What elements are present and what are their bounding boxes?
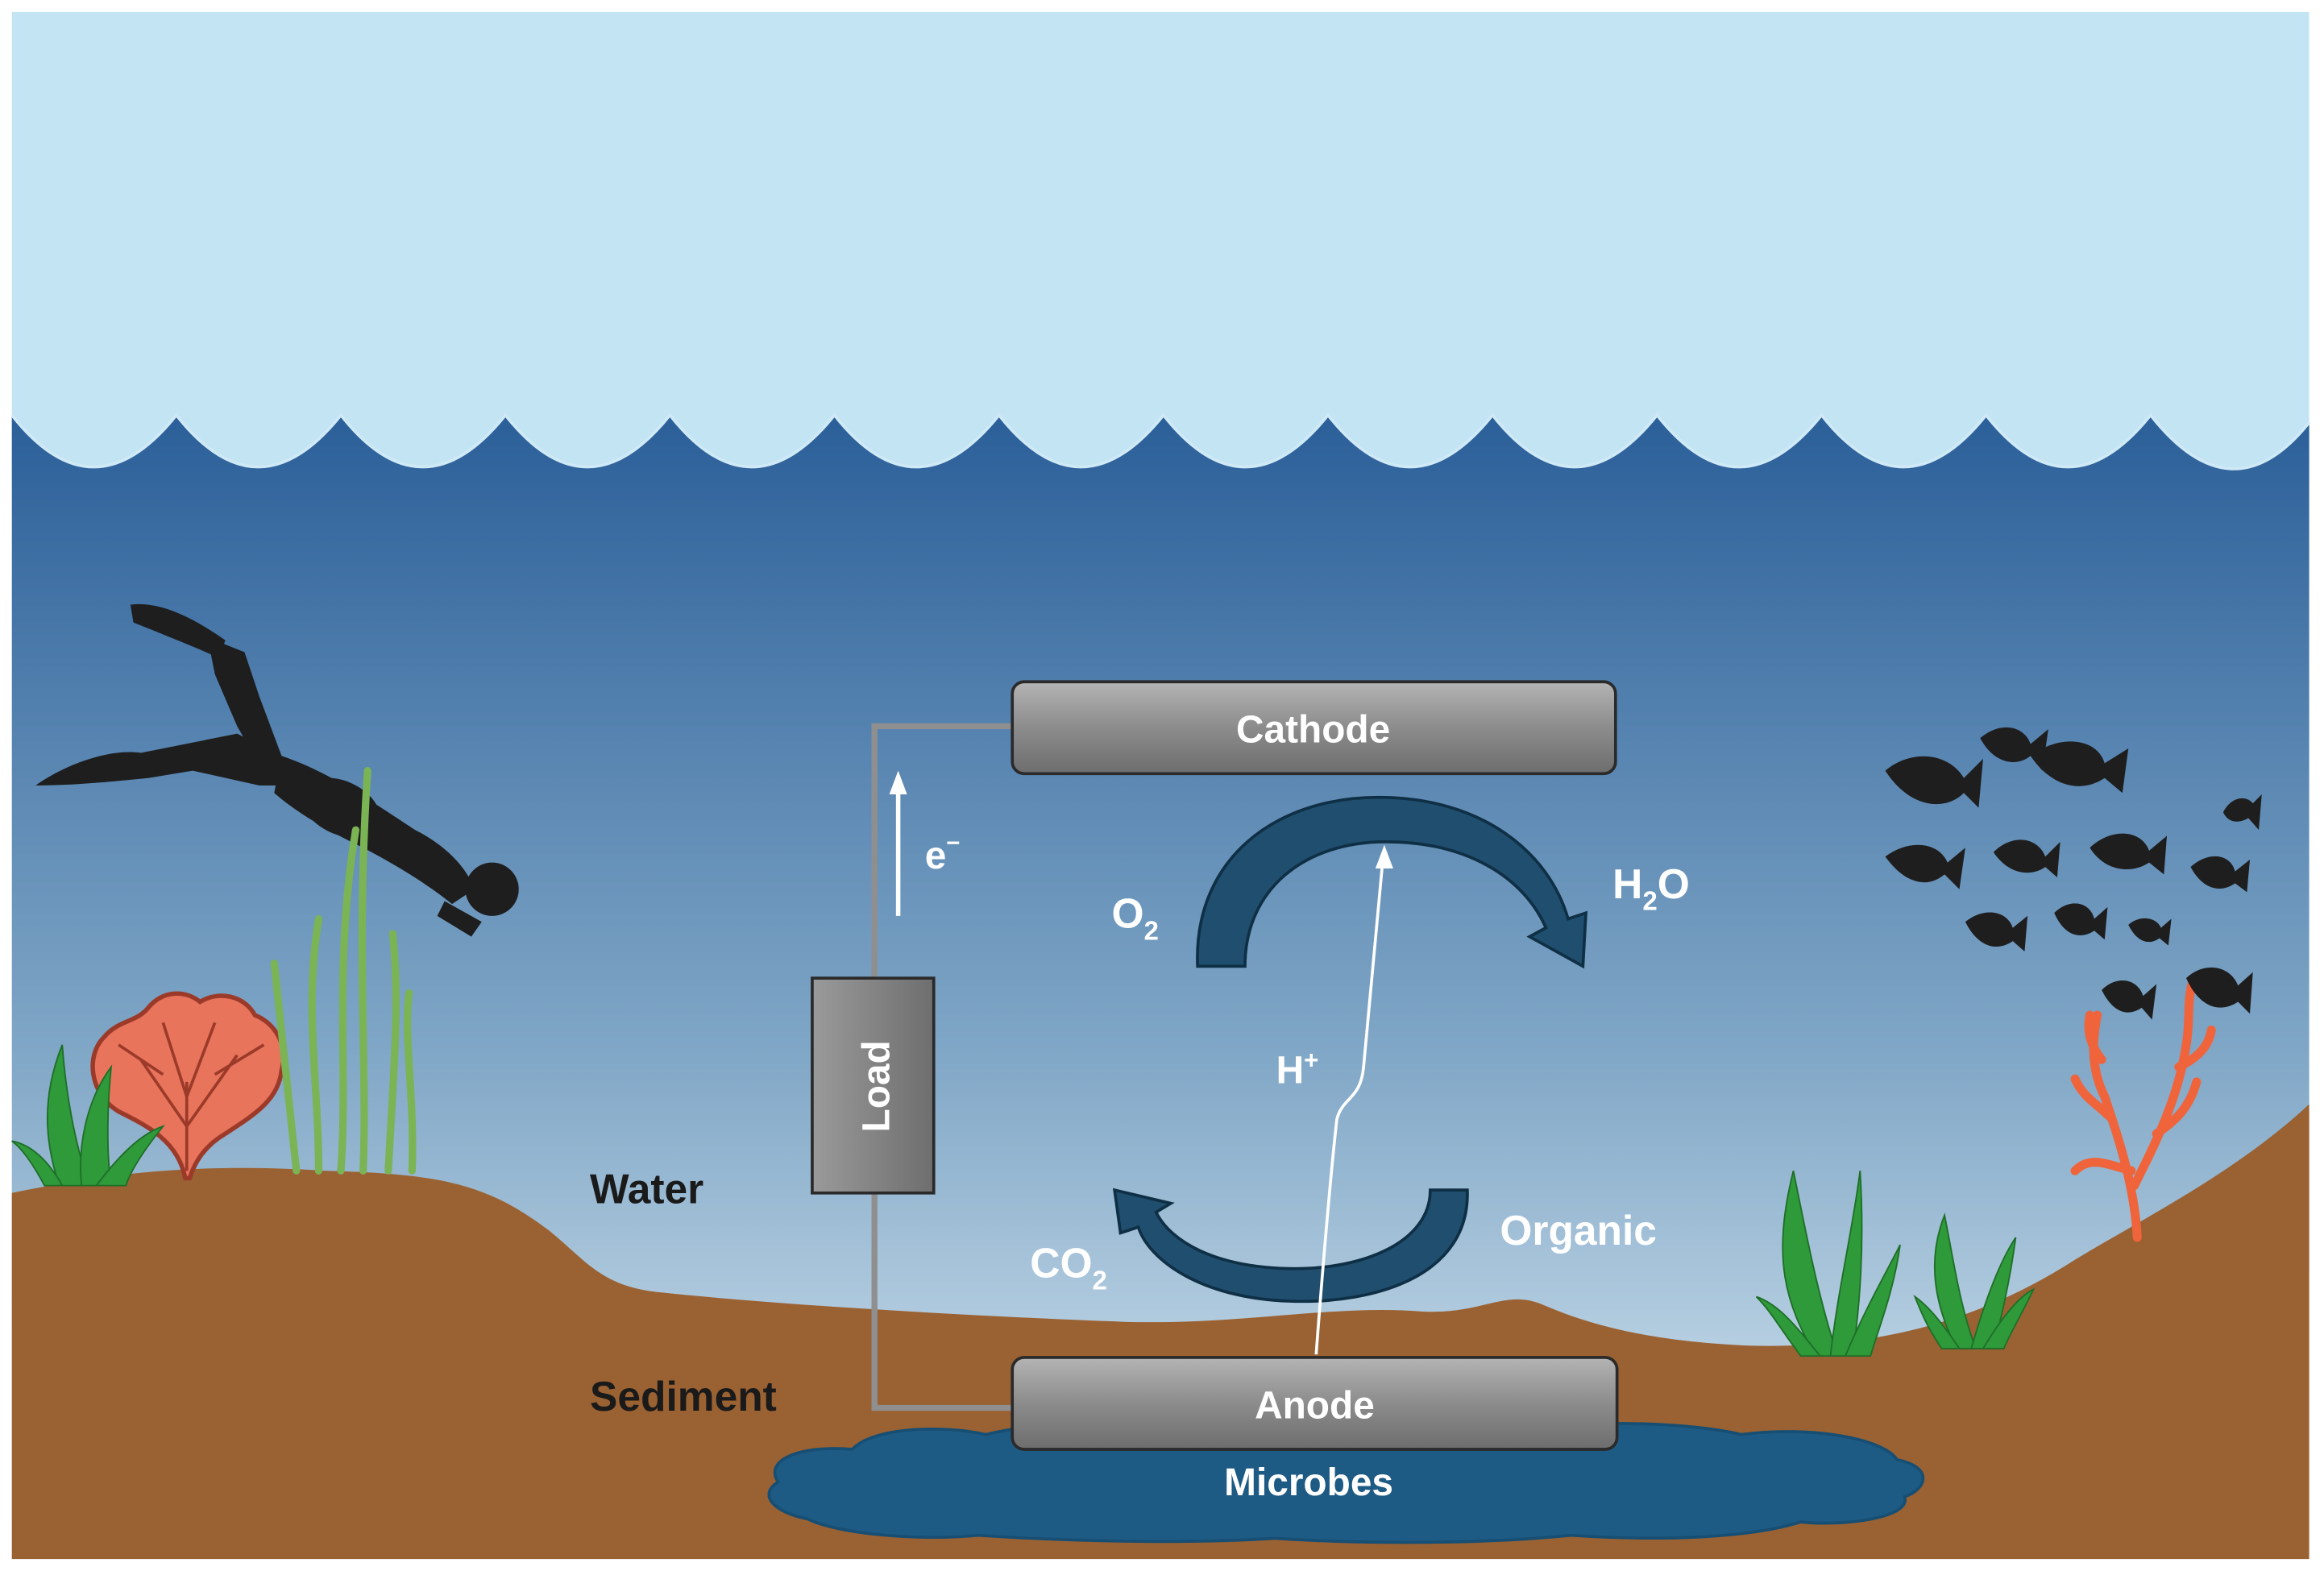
seagrass-icon (1755, 1170, 2036, 1358)
electron-flow-arrow (889, 770, 907, 916)
seagrass-icon (11, 1044, 165, 1187)
anode-label: Anode (1255, 1384, 1375, 1427)
proton-migration-arrow (1314, 844, 1393, 1355)
coral-icon (2070, 973, 2216, 1242)
organic-label: Organic (1500, 1207, 1657, 1254)
electron-label: e− (925, 830, 961, 877)
sky (11, 11, 2309, 487)
fish-school-icon (1885, 727, 2262, 1020)
water-layer-label: Water (590, 1166, 703, 1212)
microbes-label: Microbes (1224, 1461, 1393, 1504)
wave-highlight (10, 412, 2311, 470)
cathode-reaction-arrow (1196, 795, 1588, 969)
oxygen-label: O2 (1111, 890, 1158, 947)
cathode-electrode (1011, 680, 1617, 776)
circuit-wire (871, 723, 1013, 1411)
load-resistor (811, 976, 936, 1195)
water-product-label: H2O (1612, 860, 1690, 917)
load-label: Load (856, 1040, 898, 1132)
anode-electrode (1011, 1356, 1619, 1451)
seagrass-icon (270, 767, 417, 1175)
cathode-label: Cathode (1236, 709, 1390, 752)
sediment-layer-label: Sediment (590, 1373, 777, 1420)
scuba-diver-icon (35, 603, 519, 937)
anode-reaction-arrow (1112, 1188, 1469, 1304)
proton-label: H+ (1276, 1046, 1319, 1092)
carbon-dioxide-label: CO2 (1030, 1240, 1107, 1296)
